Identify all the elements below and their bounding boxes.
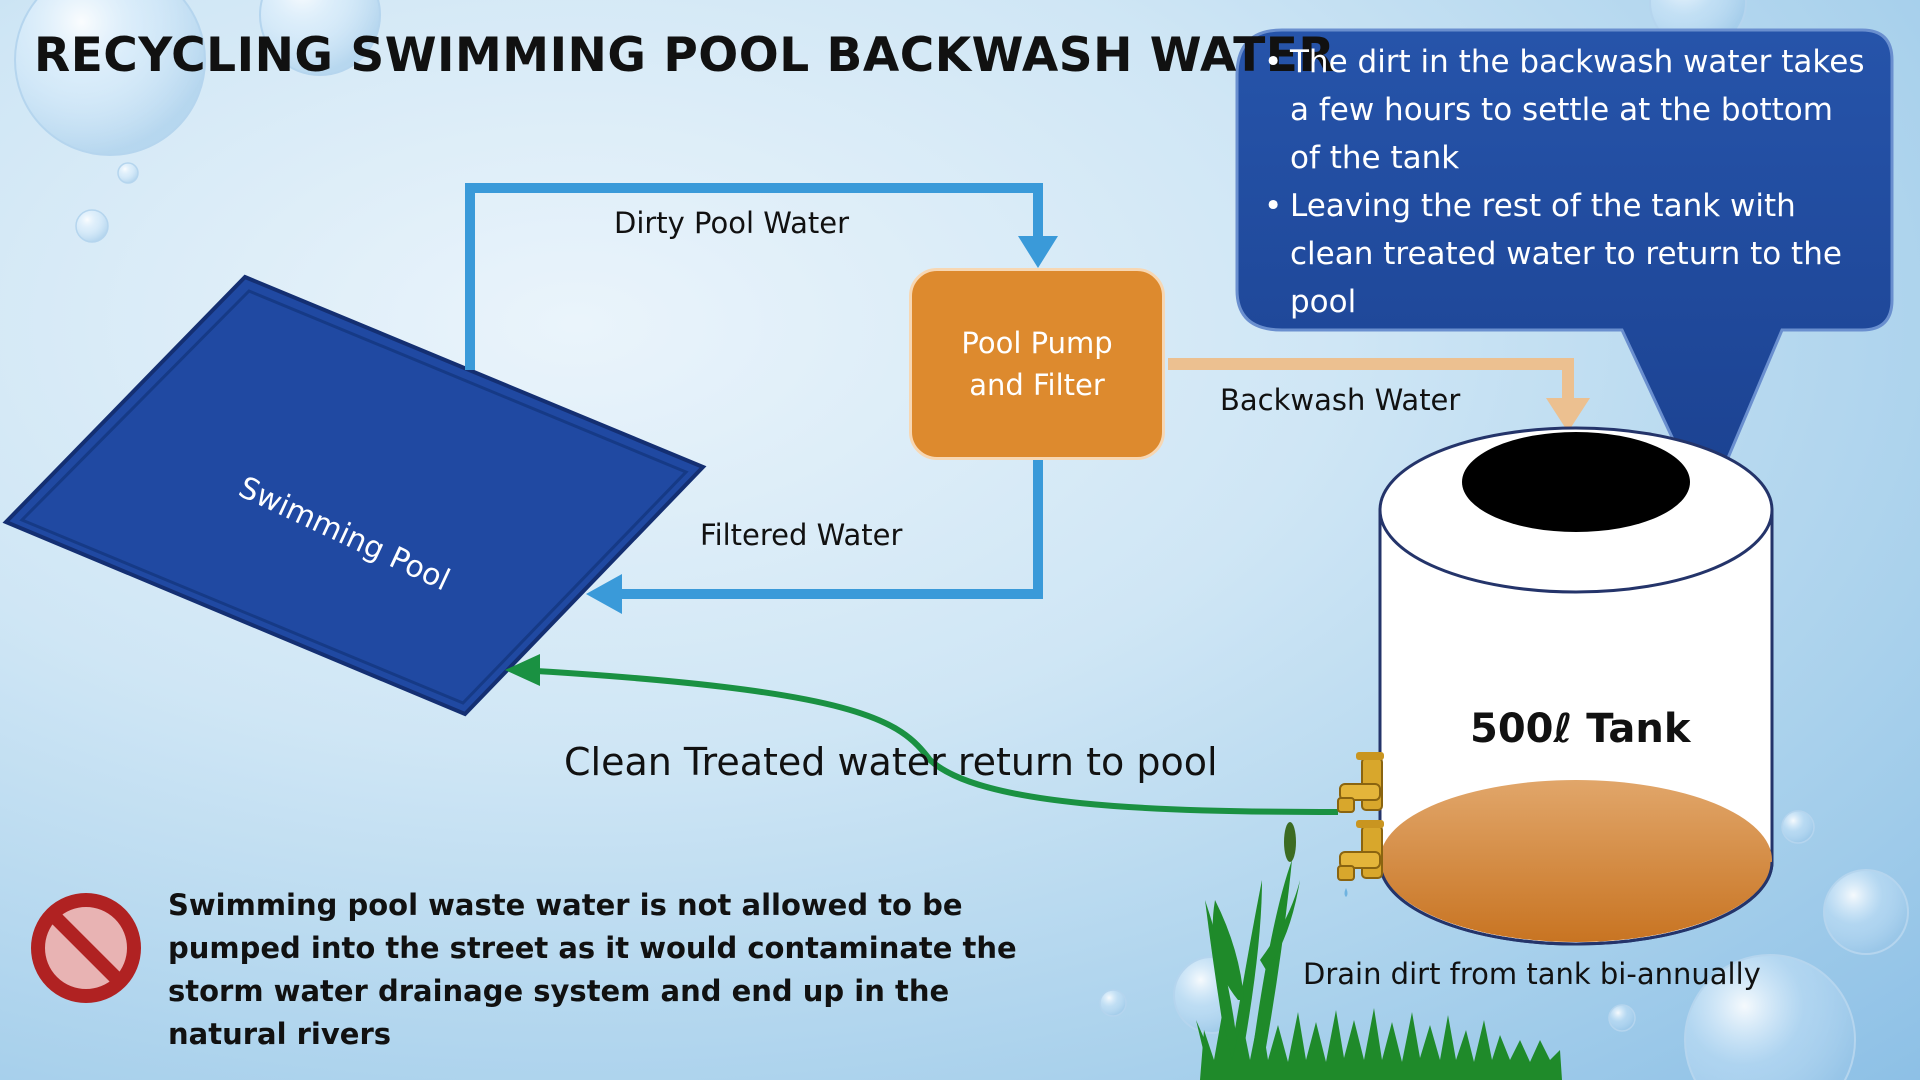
bubble — [117, 162, 139, 184]
bubble — [1684, 954, 1856, 1080]
callout-bullet: The dirt in the backwash water takes a f… — [1264, 38, 1872, 182]
dirty-water-label: Dirty Pool Water — [614, 206, 850, 240]
callout-bullet: Leaving the rest of the tank with clean … — [1264, 182, 1872, 326]
pump-filter-label: Pool Pump and Filter — [961, 322, 1112, 406]
bubble — [1823, 869, 1909, 955]
clean-water-return-label: Clean Treated water return to pool — [564, 740, 1218, 784]
filtered-water-arrow — [586, 460, 1043, 614]
tap-icon — [1337, 752, 1384, 813]
bubble — [1781, 810, 1815, 844]
backwash-water-label: Backwash Water — [1220, 383, 1461, 417]
pump-filter-label-line: and Filter — [969, 368, 1105, 402]
callout-text: The dirt in the backwash water takes a f… — [1262, 38, 1872, 326]
grass-icon — [1196, 822, 1562, 1080]
tank-shape — [1378, 426, 1774, 946]
bubble — [1099, 989, 1127, 1017]
pump-filter-box: Pool Pump and Filter — [909, 268, 1165, 460]
bubble — [14, 0, 206, 156]
tank-label: 500ℓ Tank — [1470, 706, 1691, 752]
warning-text: Swimming pool waste water is not allowed… — [168, 888, 1017, 1051]
bubble — [1608, 1004, 1636, 1032]
bubble — [75, 209, 109, 243]
tank-opening — [1462, 432, 1690, 532]
dirty-water-arrow — [465, 183, 1058, 370]
clean-water-return-arrow — [505, 654, 1339, 815]
no-entry-icon — [31, 893, 141, 1003]
slide-title: RECYCLING SWIMMING POOL BACKWASH WATER — [34, 28, 1336, 83]
tap-icon — [1337, 820, 1384, 897]
swimming-pool-shape — [2, 274, 707, 717]
callout-bullet-list: The dirt in the backwash water takes a f… — [1262, 38, 1872, 326]
filtered-water-label: Filtered Water — [700, 518, 903, 552]
drain-instruction-label: Drain dirt from tank bi-annually — [1303, 957, 1761, 991]
backwash-water-arrow — [1168, 358, 1590, 432]
pump-filter-label-line: Pool Pump — [961, 326, 1113, 360]
bubble — [259, 0, 381, 76]
